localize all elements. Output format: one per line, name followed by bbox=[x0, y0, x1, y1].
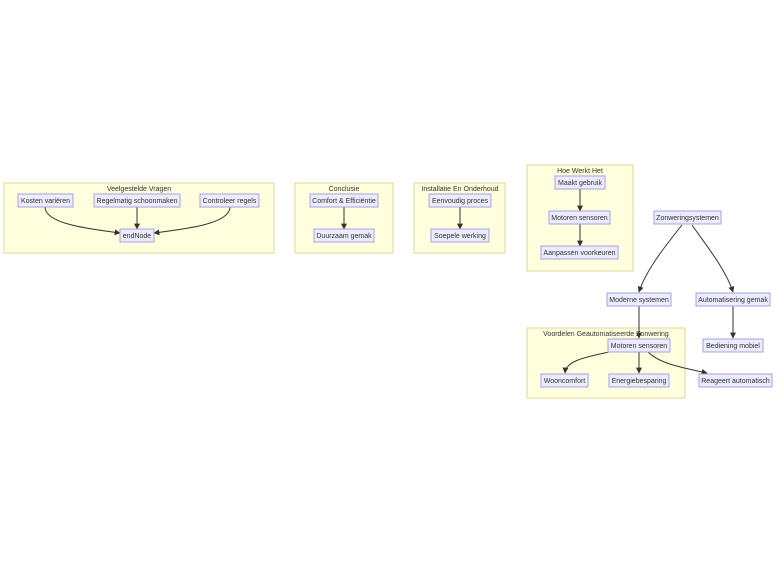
node-soepele-werking: Soepele werking bbox=[430, 228, 490, 243]
svg-text:Kosten variëren: Kosten variëren bbox=[21, 198, 70, 205]
svg-text:Eenvoudig proces: Eenvoudig proces bbox=[432, 198, 489, 205]
cluster-title: Veelgestelde Vragen bbox=[107, 186, 171, 193]
node-endnode: endNode bbox=[119, 228, 155, 243]
svg-text:Regelmatig schoonmaken: Regelmatig schoonmaken bbox=[97, 198, 178, 205]
svg-text:Zonweringsystemen: Zonweringsystemen bbox=[656, 215, 719, 222]
node-zonweringsystemen: Zonweringsystemen bbox=[653, 210, 722, 225]
svg-text:endNode: endNode bbox=[123, 233, 152, 240]
svg-text:Reageert automatisch: Reageert automatisch bbox=[701, 378, 770, 385]
svg-text:Energiebesparing: Energiebesparing bbox=[612, 378, 667, 385]
cluster-title: Voordelen Geautomatiseerde Zonwering bbox=[543, 331, 669, 338]
node-controleer-regels: Controleer regels bbox=[199, 193, 260, 208]
node-duurzaam-gemak: Duurzaam gemak bbox=[313, 228, 375, 243]
svg-text:Motoren sensoren: Motoren sensoren bbox=[551, 215, 608, 222]
cluster-title: Installatie En Onderhoud bbox=[421, 186, 498, 193]
svg-text:Bediening mobiel: Bediening mobiel bbox=[706, 343, 760, 350]
node-regelmatig-schoonmaken: Regelmatig schoonmaken bbox=[93, 193, 181, 208]
node-kosten-varieren: Kosten variëren bbox=[17, 193, 74, 208]
node-maakt-gebruik: Maakt gebruik bbox=[554, 175, 606, 190]
node-motoren-sensoren-hoe: Motoren sensoren bbox=[548, 210, 611, 225]
edge-controleer-endnode bbox=[153, 206, 231, 236]
edge-motoren-wooncomfort bbox=[562, 351, 610, 374]
svg-text:Automatisering gemak: Automatisering gemak bbox=[698, 297, 768, 304]
edges bbox=[44, 189, 736, 375]
edge-motoren-reageert bbox=[647, 351, 708, 375]
edge-zonwering-automatisering bbox=[691, 224, 735, 293]
svg-text:Motoren sensoren: Motoren sensoren bbox=[611, 343, 668, 350]
node-reageert-automatisch: Reageert automatisch bbox=[698, 373, 773, 388]
cluster-title: Conclusie bbox=[329, 186, 360, 193]
svg-text:Aanpassen voorkeuren: Aanpassen voorkeuren bbox=[544, 250, 616, 257]
edge-kosten-endnode bbox=[44, 206, 121, 236]
cluster-title: Hoe Werkt Het bbox=[557, 168, 603, 175]
node-moderne-systemen: Moderne systemen bbox=[606, 292, 672, 307]
edge-zonwering-moderne bbox=[637, 224, 683, 293]
svg-text:Comfort & Efficiëntie: Comfort & Efficiëntie bbox=[312, 198, 376, 205]
node-motoren-sensoren-voordelen: Motoren sensoren bbox=[607, 338, 671, 353]
node-eenvoudig-proces: Eenvoudig proces bbox=[428, 193, 492, 208]
node-aanpassen-voorkeuren: Aanpassen voorkeuren bbox=[540, 245, 619, 260]
node-automatisering-gemak: Automatisering gemak bbox=[695, 292, 771, 307]
node-bediening-mobiel: Bediening mobiel bbox=[702, 338, 764, 353]
svg-text:Duurzaam gemak: Duurzaam gemak bbox=[316, 233, 372, 240]
node-comfort-efficientie: Comfort & Efficiëntie bbox=[309, 193, 379, 208]
svg-text:Moderne systemen: Moderne systemen bbox=[609, 297, 669, 304]
svg-text:Maakt gebruik: Maakt gebruik bbox=[558, 180, 602, 187]
svg-text:Soepele werking: Soepele werking bbox=[434, 233, 486, 240]
svg-text:Controleer regels: Controleer regels bbox=[203, 198, 257, 205]
node-energiebesparing: Energiebesparing bbox=[608, 373, 670, 388]
node-wooncomfort: Wooncomfort bbox=[540, 373, 589, 388]
svg-text:Wooncomfort: Wooncomfort bbox=[544, 378, 586, 385]
